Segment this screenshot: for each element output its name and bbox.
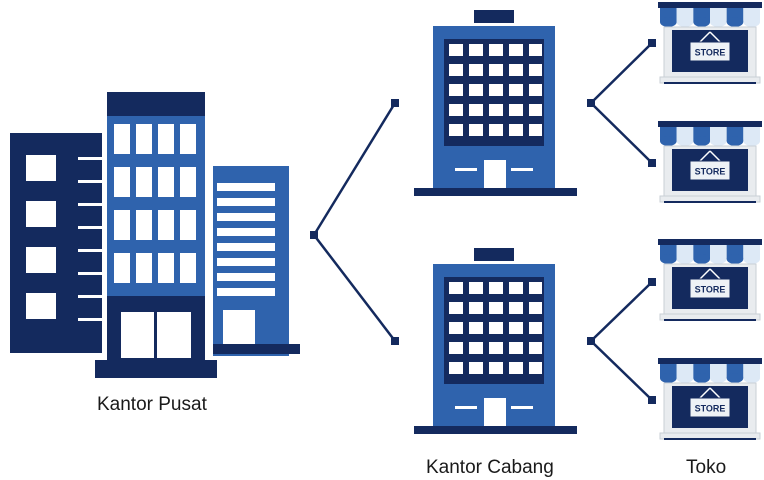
- head-office-label: Kantor Pusat: [97, 394, 207, 415]
- store-sign-text: STORE: [695, 404, 726, 414]
- store-icon: STORE: [658, 121, 762, 203]
- store-icon: STORE: [658, 358, 762, 440]
- branch-office-bottom: [414, 248, 577, 434]
- store-label: Toko: [686, 457, 727, 478]
- store-sign-text: STORE: [695, 285, 726, 295]
- stores: STORE STORE STORE STORE: [658, 2, 762, 440]
- store-icon: STORE: [658, 2, 762, 84]
- store-sign-text: STORE: [695, 167, 726, 177]
- store-icon: STORE: [658, 239, 762, 321]
- branch-office-top: [414, 10, 577, 196]
- head-office-illustration: [10, 92, 300, 378]
- connector-nodes: [310, 39, 656, 404]
- store-sign-text: STORE: [695, 48, 726, 58]
- branch-office-label: Kantor Cabang: [426, 457, 554, 478]
